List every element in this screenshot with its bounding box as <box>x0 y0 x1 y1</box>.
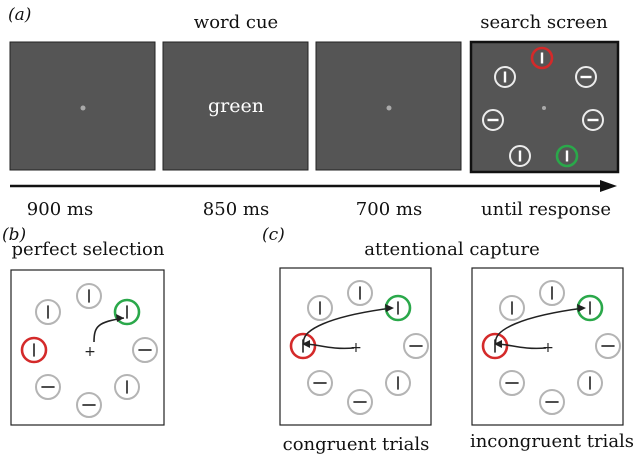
panel-c-title: attentional capture <box>364 239 540 260</box>
fixation-cross: + <box>350 340 362 356</box>
fixation-dot <box>386 105 392 111</box>
fixation-cross: + <box>84 344 96 360</box>
duration-label: 700 ms <box>356 199 422 220</box>
search-ring <box>403 333 429 359</box>
search-ring <box>307 370 333 396</box>
target-ring <box>555 144 579 168</box>
saccade-arrowhead <box>385 304 394 312</box>
search-ring <box>539 280 565 306</box>
corrective-path <box>303 307 393 345</box>
panel-c-label: (c) <box>262 225 285 245</box>
search-ring <box>539 389 565 415</box>
distractor-ring <box>289 332 317 360</box>
search-ring <box>35 299 61 325</box>
duration-label: until response <box>481 199 611 220</box>
corrective-path <box>495 307 585 345</box>
distractor-ring <box>481 332 509 360</box>
fixation-cross: + <box>542 340 554 356</box>
incongruent-caption: incongruent trials <box>470 431 634 452</box>
congruent-items <box>289 280 429 415</box>
word-cue-title: word cue <box>194 12 278 33</box>
search-ring <box>595 333 621 359</box>
search-ring <box>347 280 373 306</box>
search-ring <box>76 392 102 418</box>
perfect-selection-items <box>20 283 158 418</box>
fixation-dot <box>80 105 86 111</box>
search-ring <box>577 370 603 396</box>
panel-b-title: perfect selection <box>12 239 165 260</box>
search-ring <box>132 337 158 363</box>
distractor-ring <box>530 46 554 70</box>
search-ring <box>385 370 411 396</box>
panel-b-label: (b) <box>2 225 26 245</box>
search-ring <box>35 374 61 400</box>
search-ring <box>347 389 373 415</box>
timeline-arrowhead <box>600 180 617 192</box>
distractor-ring <box>20 336 48 364</box>
cue-word: green <box>208 95 264 117</box>
search-ring <box>482 109 504 131</box>
search-ring <box>509 145 531 167</box>
fixation-dot <box>542 106 546 110</box>
search-ring <box>499 295 525 321</box>
saccade-arrowhead <box>302 340 310 348</box>
search-screen-title: search screen <box>480 12 608 33</box>
search-ring <box>494 66 516 88</box>
search-ring <box>575 66 597 88</box>
congruent-caption: congruent trials <box>283 434 430 455</box>
word-cue-screen <box>162 41 309 171</box>
saccade-arrowhead <box>116 314 124 322</box>
search-ring <box>76 283 102 309</box>
duration-label: 900 ms <box>27 199 93 220</box>
search-items <box>482 46 604 168</box>
duration-label: 850 ms <box>203 199 269 220</box>
saccade-arrowhead <box>577 304 586 312</box>
search-ring <box>582 109 604 131</box>
incongruent-items <box>481 280 621 415</box>
search-ring <box>114 374 140 400</box>
search-ring <box>307 295 333 321</box>
search-ring <box>499 370 525 396</box>
saccade-arrowhead <box>494 340 502 348</box>
panel-a-label: (a) <box>8 5 31 25</box>
